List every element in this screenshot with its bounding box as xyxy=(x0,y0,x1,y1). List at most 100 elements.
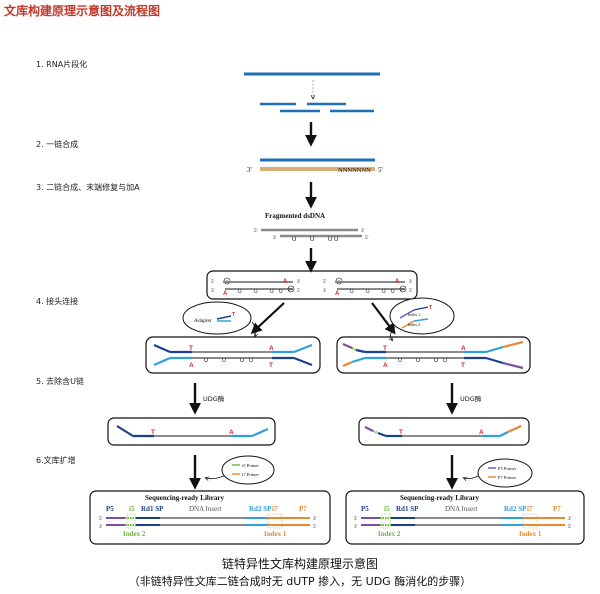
svg-text:A: A xyxy=(229,429,234,436)
step-3-label: 3. 二链合成、末端修复与加A xyxy=(36,182,140,192)
ligation-box-right: T A A T U U U U xyxy=(336,336,531,374)
svg-text:T: T xyxy=(461,362,465,369)
end-repair-box: 5' 3' P P U U U U A A 3' 5' 5' 3' P P xyxy=(206,270,418,300)
step-4-label: 4. 接头连接 xyxy=(36,296,78,306)
five-prime-label: 5' xyxy=(365,236,369,241)
i5-primer-label: i5 Primer xyxy=(242,463,259,468)
svg-text:U: U xyxy=(350,289,354,295)
svg-text:5': 5' xyxy=(568,525,572,530)
svg-text:T: T xyxy=(189,345,193,352)
svg-text:U: U xyxy=(398,358,402,364)
library-box-left: Sequencing-ready Library P5 i5 Rd1 SP DN… xyxy=(89,490,331,545)
p7-primer-label: P7 Primer xyxy=(498,475,517,480)
three-prime-label: 3' xyxy=(361,229,365,234)
dna-insert-label: DNA Insert xyxy=(445,505,478,513)
first-strand-synthesis: 3' NNNNNNN 5' xyxy=(247,158,383,174)
svg-text:A: A xyxy=(189,362,194,369)
five-prime-label: 5' xyxy=(378,166,383,174)
i5-i7-primer-callout: i5 Primer i7 Primer xyxy=(206,455,275,485)
svg-text:A: A xyxy=(335,291,340,297)
svg-text:A: A xyxy=(283,279,288,285)
index-1-label: Index 1 xyxy=(519,530,542,538)
step-2-label: 2. 一链合成 xyxy=(36,139,78,149)
rd1-sp-label: Rd1 SP xyxy=(396,505,419,513)
ligation-box-left: T A A T U U U U xyxy=(145,336,321,374)
svg-text:T: T xyxy=(383,345,387,352)
rd1-sp-label: Rd1 SP xyxy=(141,505,164,513)
svg-text:U: U xyxy=(254,289,258,295)
caption-note: （非链特异性文库二链合成时无 dUTP 掺入，无 UDG 酶消化的步骤） xyxy=(129,574,471,588)
step-6-label: 6.文库扩增 xyxy=(36,455,76,465)
svg-text:U: U xyxy=(270,289,274,295)
svg-text:3': 3' xyxy=(297,280,301,285)
uracil-mark: U xyxy=(292,237,296,243)
svg-text:A: A xyxy=(383,362,388,369)
svg-text:T: T xyxy=(269,362,273,369)
three-prime-label: 3' xyxy=(247,166,252,174)
svg-text:P: P xyxy=(289,287,292,292)
svg-text:U: U xyxy=(279,289,283,295)
svg-text:5': 5' xyxy=(409,289,413,294)
rd2-sp-label: Rd2 SP xyxy=(504,505,527,513)
udg-box-right: T A xyxy=(358,417,530,446)
svg-text:5': 5' xyxy=(211,280,215,285)
svg-text:3': 3' xyxy=(211,289,215,294)
library-title: Sequencing-ready Library xyxy=(145,494,225,502)
step-1-label: 1. RNA片段化 xyxy=(36,59,87,69)
i5-label: i5 xyxy=(129,505,135,513)
second-strand-synthesis: Fragmented dsDNA 5' 3' 3' 5' U U U U xyxy=(254,212,369,243)
svg-text:A: A xyxy=(479,429,484,436)
random-primer-label: NNNNNNN xyxy=(338,167,371,174)
svg-text:3': 3' xyxy=(99,525,103,530)
p5-primer-label: P5 Primer xyxy=(498,466,517,471)
svg-text:U: U xyxy=(240,358,244,364)
svg-text:P: P xyxy=(401,287,404,292)
svg-text:T: T xyxy=(232,312,235,318)
svg-text:3': 3' xyxy=(354,525,358,530)
index2-label: Index 2 xyxy=(408,322,420,327)
index-1-label: Index 1 xyxy=(264,530,287,538)
uracil-mark: U xyxy=(328,237,332,243)
i7-label: i7 xyxy=(527,505,533,513)
i7-primer-label: i7 Primer xyxy=(242,472,259,477)
adapter-callout: Adapter T xyxy=(182,301,256,336)
svg-text:A: A xyxy=(461,345,466,352)
svg-text:U: U xyxy=(443,358,447,364)
index-2-label: Index 2 xyxy=(378,530,401,538)
uracil-mark: U xyxy=(310,237,314,243)
three-prime-label: 3' xyxy=(273,236,277,241)
svg-text:U: U xyxy=(382,289,386,295)
rd2-sp-label: Rd2 SP xyxy=(249,505,272,513)
page-title: 文库构建原理示意图及流程图 xyxy=(4,3,160,18)
svg-text:A: A xyxy=(269,345,274,352)
svg-text:U: U xyxy=(391,289,395,295)
svg-text:T: T xyxy=(151,429,155,436)
rna-fragmentation xyxy=(244,72,380,113)
caption-title: 链特异性文库构建原理示意图 xyxy=(222,556,378,571)
end-repaired-fragment-right: 5' 3' P P U U U U A A 3' 5' xyxy=(323,277,413,297)
svg-text:T: T xyxy=(399,429,403,436)
uracil-mark: U xyxy=(334,237,338,243)
svg-text:3': 3' xyxy=(323,289,327,294)
svg-text:5': 5' xyxy=(354,517,358,522)
svg-text:5': 5' xyxy=(297,289,301,294)
fragmented-dsdna-label: Fragmented dsDNA xyxy=(265,212,325,220)
svg-text:3': 3' xyxy=(313,517,317,522)
library-title: Sequencing-ready Library xyxy=(400,494,480,502)
svg-text:5': 5' xyxy=(99,517,103,522)
svg-text:U: U xyxy=(222,358,226,364)
p7-label: P7 xyxy=(553,505,561,513)
p5-label: P5 xyxy=(361,505,369,513)
svg-text:U: U xyxy=(238,289,242,295)
svg-text:U: U xyxy=(366,289,370,295)
svg-text:U: U xyxy=(204,358,208,364)
p5-p7-primer-callout: P5 Primer P7 Primer xyxy=(464,458,533,488)
flow-arrow-right xyxy=(371,302,396,335)
i5-label: i5 xyxy=(384,505,390,513)
svg-text:U: U xyxy=(416,358,420,364)
udg-box-left: T A xyxy=(107,417,276,446)
svg-text:U: U xyxy=(434,358,438,364)
udg-enzyme-label-right: UDG酶 xyxy=(460,394,482,403)
p7-label: P7 xyxy=(299,505,307,513)
